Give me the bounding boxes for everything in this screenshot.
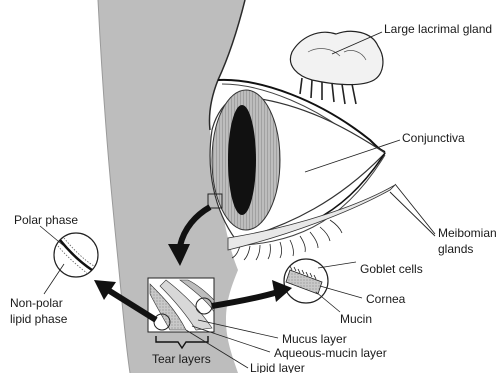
label-meibomian-glands-1: Meibomian (438, 226, 497, 240)
label-lipid-layer: Lipid layer (250, 361, 305, 373)
label-conjunctiva: Conjunctiva (402, 131, 465, 145)
label-cornea: Cornea (366, 292, 405, 306)
label-tear-layers: Tear layers (152, 352, 211, 366)
label-non-polar-2: lipid phase (10, 312, 67, 326)
label-non-polar-1: Non-polar (10, 296, 63, 310)
pupil (228, 105, 256, 215)
label-large-lacrimal-gland: Large lacrimal gland (384, 22, 492, 36)
lacrimal-gland-shape (290, 31, 383, 84)
label-mucin: Mucin (340, 312, 372, 326)
label-polar-phase: Polar phase (14, 213, 78, 227)
label-mucus-layer: Mucus layer (282, 332, 347, 346)
label-aqueous-mucin-layer: Aqueous-mucin layer (274, 346, 387, 360)
label-meibomian-glands-2: glands (438, 242, 473, 256)
label-goblet-cells: Goblet cells (360, 262, 423, 276)
